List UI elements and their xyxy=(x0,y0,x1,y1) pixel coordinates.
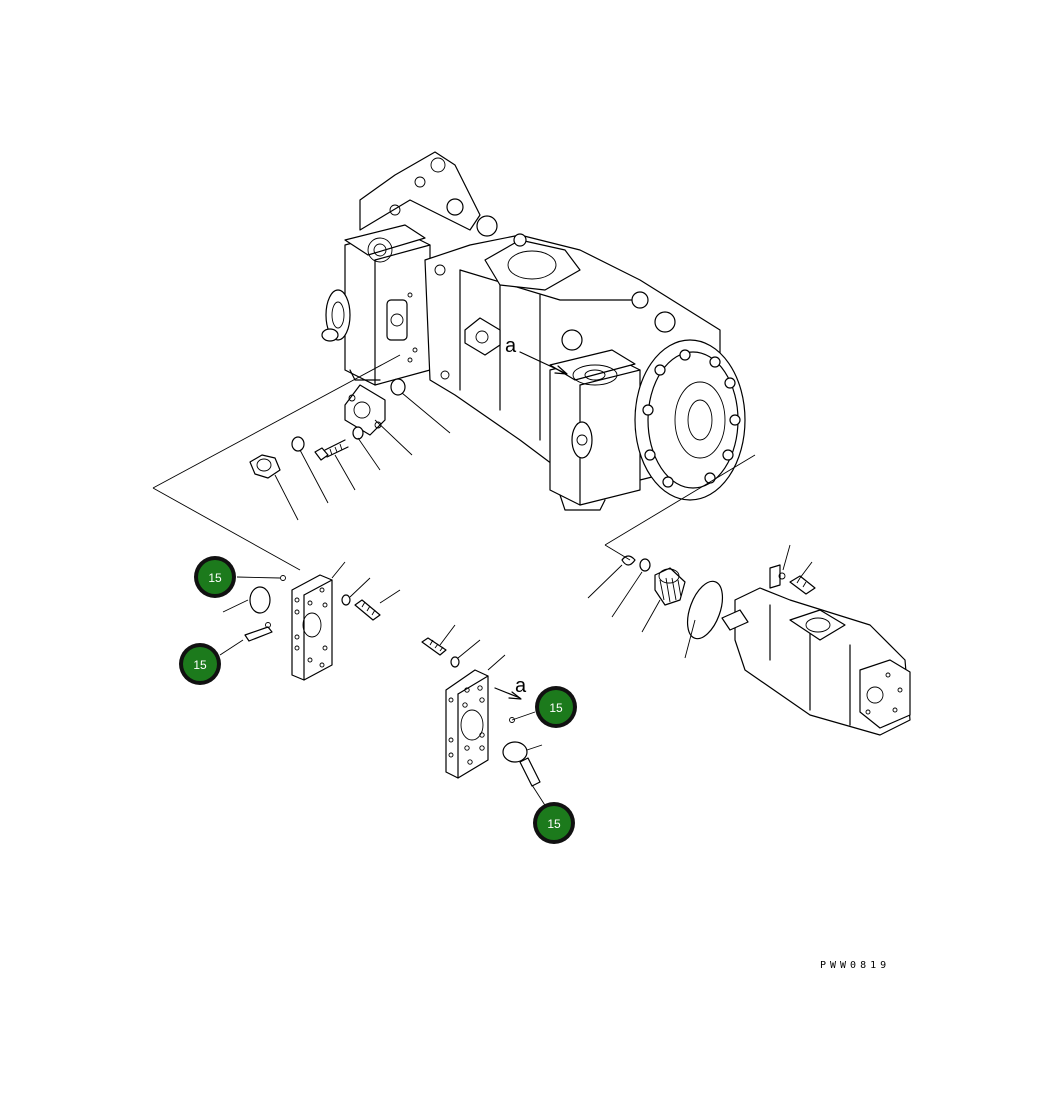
callout-15-left-top: 15 xyxy=(194,556,236,598)
center-cover-plate: a xyxy=(421,624,549,811)
drawing-code: PWW0819 xyxy=(820,960,890,971)
callout-label: 15 xyxy=(193,658,207,672)
leader-lines-upper xyxy=(274,392,451,521)
left-cover-plate xyxy=(219,561,401,681)
gear-pump-group xyxy=(587,544,911,736)
connection-lines xyxy=(152,354,756,571)
callout-label: 15 xyxy=(549,701,563,715)
callout-label: 15 xyxy=(208,571,222,585)
view-marker-label-upper: a xyxy=(505,335,517,357)
upper-fittings-group xyxy=(249,317,501,479)
main-pump-assembly xyxy=(321,151,746,511)
view-arrow-upper: a xyxy=(505,335,568,375)
callout-15-center-top: 15 xyxy=(535,686,577,728)
view-marker-label-lower: a xyxy=(515,675,527,697)
callout-15-left-bottom: 15 xyxy=(179,643,221,685)
callout-15-center-bottom: 15 xyxy=(533,802,575,844)
callout-label: 15 xyxy=(547,817,561,831)
